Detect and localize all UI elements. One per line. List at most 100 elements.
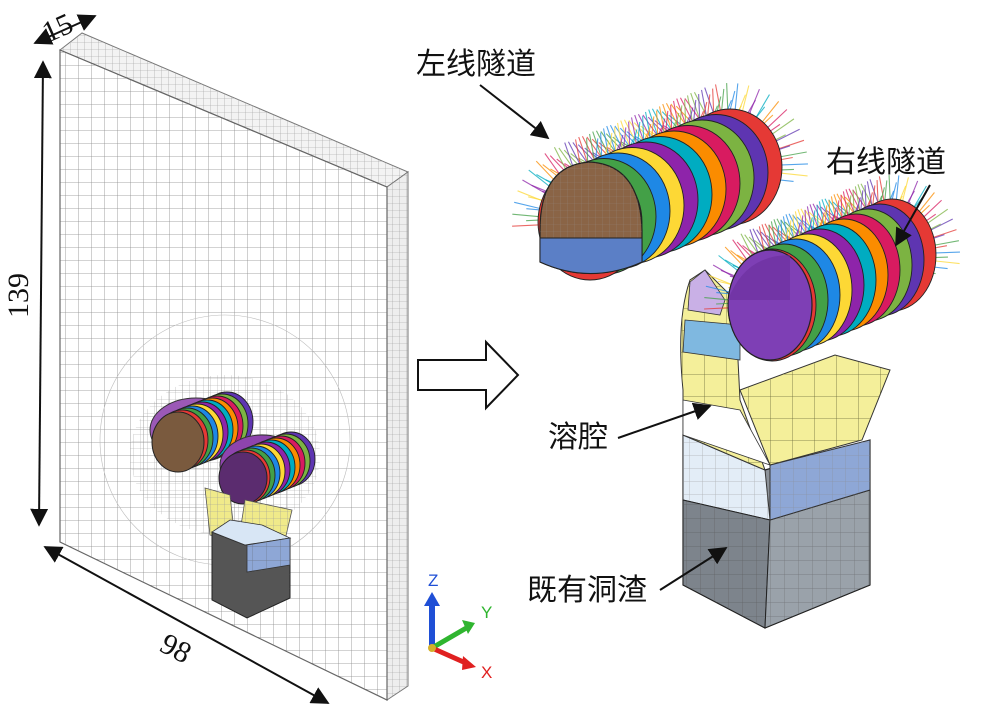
anchor-bolt xyxy=(684,99,687,126)
anchor-bolt xyxy=(567,141,581,166)
label-cavity: 溶腔 xyxy=(548,402,712,455)
mini-tunnel-left-face xyxy=(151,411,205,473)
anchor-bolt xyxy=(806,206,813,231)
anchor-bolt xyxy=(734,83,739,110)
anchor-bolt xyxy=(616,122,623,149)
svg-text:左线隧道: 左线隧道 xyxy=(416,47,536,82)
anchor-bolt xyxy=(816,205,819,230)
mini-tunnel-left xyxy=(149,391,254,473)
label-left-tunnel: 左线隧道 xyxy=(416,47,550,140)
anchor-bolt xyxy=(781,151,807,158)
anchor-bolt xyxy=(764,223,777,246)
anchor-bolt xyxy=(630,117,637,144)
anchor-bolt xyxy=(758,226,765,251)
anchor-bolt xyxy=(876,180,879,205)
anchor-bolt xyxy=(732,239,747,260)
anchor-bolt xyxy=(700,89,707,116)
anchor-bolt xyxy=(842,191,849,216)
anchor-bolt xyxy=(866,181,873,206)
anchor-bolt xyxy=(888,175,891,200)
anchor-bolt xyxy=(742,85,750,111)
anchor-bolt xyxy=(726,83,729,110)
anchor-bolt xyxy=(628,121,631,148)
anchor-bolt xyxy=(705,285,730,293)
anchor-bolt xyxy=(740,233,753,256)
anchor-bolt xyxy=(919,192,935,212)
anchor-bolt xyxy=(840,195,843,220)
anchor-bolt xyxy=(528,169,550,187)
y-label: Y xyxy=(481,603,492,622)
anchor-bolt xyxy=(780,220,783,245)
anchor-bolt xyxy=(553,146,567,171)
anchor-bolt xyxy=(935,260,960,265)
anchor-bolt xyxy=(828,200,831,225)
anchor-bolt xyxy=(755,94,770,118)
ballast-block xyxy=(682,434,871,629)
height-label: 139 xyxy=(2,273,35,318)
anchor-bolt xyxy=(712,264,735,278)
anchor-bolt xyxy=(902,177,909,201)
anchor-bolt xyxy=(782,216,789,241)
anchor-bolt xyxy=(614,127,617,154)
anchor-bolt xyxy=(642,116,645,143)
x-axis xyxy=(430,645,470,667)
anchor-bolt xyxy=(935,251,960,254)
x-label: X xyxy=(481,663,492,682)
dimension-height: 139 xyxy=(2,60,52,527)
anchor-bolt xyxy=(602,128,609,155)
anchor-bolt xyxy=(574,139,581,166)
anchor-bolt xyxy=(704,296,729,301)
anchor-bolt xyxy=(512,213,539,218)
anchor-bolt xyxy=(724,246,743,265)
z-label: Z xyxy=(428,571,438,590)
anchor-bolt xyxy=(522,179,546,194)
anchor-bolt xyxy=(752,228,765,251)
anchor-bolt xyxy=(708,274,732,285)
anchor-bolt xyxy=(895,175,900,200)
anchor-bolt xyxy=(572,142,589,165)
anchor-bolt xyxy=(670,105,673,132)
anchor-bolt xyxy=(600,132,603,159)
anchor-bolt xyxy=(923,199,942,218)
anchor-bolt xyxy=(864,185,867,210)
anchor-bolt xyxy=(744,234,759,255)
anchor-bolt xyxy=(756,229,771,250)
anchor-bolt xyxy=(854,186,861,211)
anchor-bolt xyxy=(768,225,771,250)
anchor-bolt xyxy=(698,94,701,121)
mini-tunnel-right-face xyxy=(218,451,268,505)
anchor-bolt xyxy=(712,88,715,115)
anchor-bolt xyxy=(770,221,777,246)
y-axis xyxy=(430,624,470,651)
anchor-bolt xyxy=(781,172,808,177)
anchor-bolt xyxy=(658,106,665,133)
svg-text:右线隧道: 右线隧道 xyxy=(826,145,946,180)
cavity xyxy=(680,269,891,471)
model-block xyxy=(59,32,410,701)
anchor-bolt xyxy=(908,180,919,204)
anchor-bolt xyxy=(704,307,729,310)
anchor-bolt xyxy=(644,111,651,138)
anchor-bolt xyxy=(581,135,595,160)
anchor-bolt xyxy=(586,136,603,159)
svg-text:溶腔: 溶腔 xyxy=(548,420,608,455)
label-right-tunnel: 右线隧道 xyxy=(826,145,946,247)
anchor-bolt xyxy=(852,190,855,215)
svg-text:既有洞渣: 既有洞渣 xyxy=(527,573,647,608)
mini-tunnel-right xyxy=(218,431,316,505)
anchor-bolt xyxy=(656,110,659,137)
anchor-bolt xyxy=(749,229,759,253)
anchor-bolt xyxy=(776,128,800,142)
anchor-bolt xyxy=(762,101,780,123)
anchor-bolt xyxy=(927,208,949,224)
axis-triad: Z Y X xyxy=(424,571,492,682)
anchor-bolt xyxy=(794,211,801,236)
anchor-bolt xyxy=(586,138,589,165)
anchor-bolt xyxy=(761,224,771,248)
anchor-bolt xyxy=(818,201,825,226)
left-tunnel xyxy=(512,83,808,281)
anchor-bolt xyxy=(517,190,542,201)
anchor-bolt xyxy=(933,229,957,238)
anchor-bolt xyxy=(714,84,721,111)
block-front-mesh xyxy=(60,50,387,700)
